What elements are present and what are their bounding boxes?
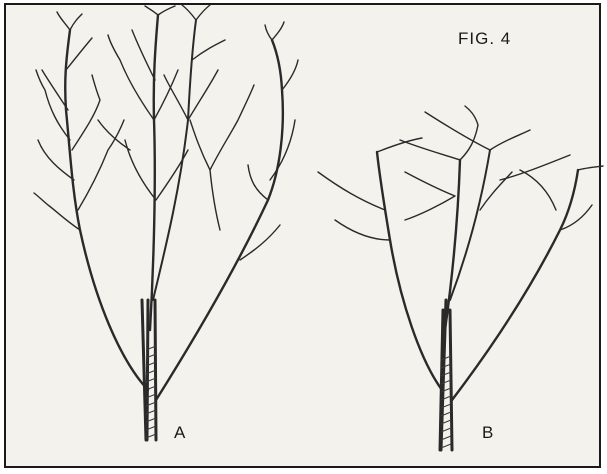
tree-a-inner-limb [153, 20, 196, 300]
label-b: B [482, 423, 493, 442]
tree-b-right-limb [452, 170, 578, 400]
tree-b-left-limb [377, 152, 442, 390]
tree-b-pruned [318, 106, 603, 450]
tree-a-unpruned [34, 5, 298, 440]
figure-title: FIG. 4 [458, 29, 511, 48]
tree-a-right-limb [156, 40, 283, 400]
label-a: A [174, 423, 186, 442]
tree-b-center-limb [445, 160, 460, 330]
